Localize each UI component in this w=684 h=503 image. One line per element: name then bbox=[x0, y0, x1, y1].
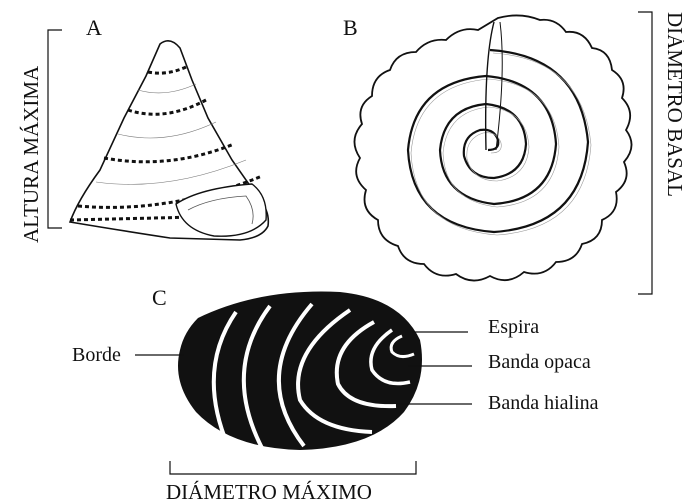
panel-b-letter: B bbox=[343, 15, 358, 40]
panel-b: B DIÁMETRO BASAL bbox=[343, 12, 684, 294]
diametro-maximo-label: DIÁMETRO MÁXIMO bbox=[166, 480, 372, 503]
altura-maxima-label: ALTURA MÁXIMA bbox=[19, 65, 43, 243]
banda-opaca-label: Banda opaca bbox=[488, 351, 591, 373]
operculum-bands-icon bbox=[178, 292, 422, 450]
espira-label: Espira bbox=[488, 316, 539, 338]
panel-a: A ALTURA MÁXIMA bbox=[19, 15, 268, 243]
shell-basal-view-icon bbox=[354, 15, 631, 280]
panel-c-letter: C bbox=[152, 285, 167, 310]
diametro-basal-bracket bbox=[638, 12, 652, 294]
panel-c: C Borde Espira Banda opaca Banda hialina… bbox=[72, 285, 599, 503]
diametro-basal-label: DIÁMETRO BASAL bbox=[663, 12, 684, 197]
trochoid-shell-icon bbox=[70, 41, 268, 240]
banda-hialina-label: Banda hialina bbox=[488, 392, 599, 414]
panel-a-letter: A bbox=[86, 15, 102, 40]
diametro-maximo-bracket bbox=[170, 461, 416, 474]
borde-label: Borde bbox=[72, 344, 121, 366]
altura-bracket bbox=[48, 30, 62, 228]
